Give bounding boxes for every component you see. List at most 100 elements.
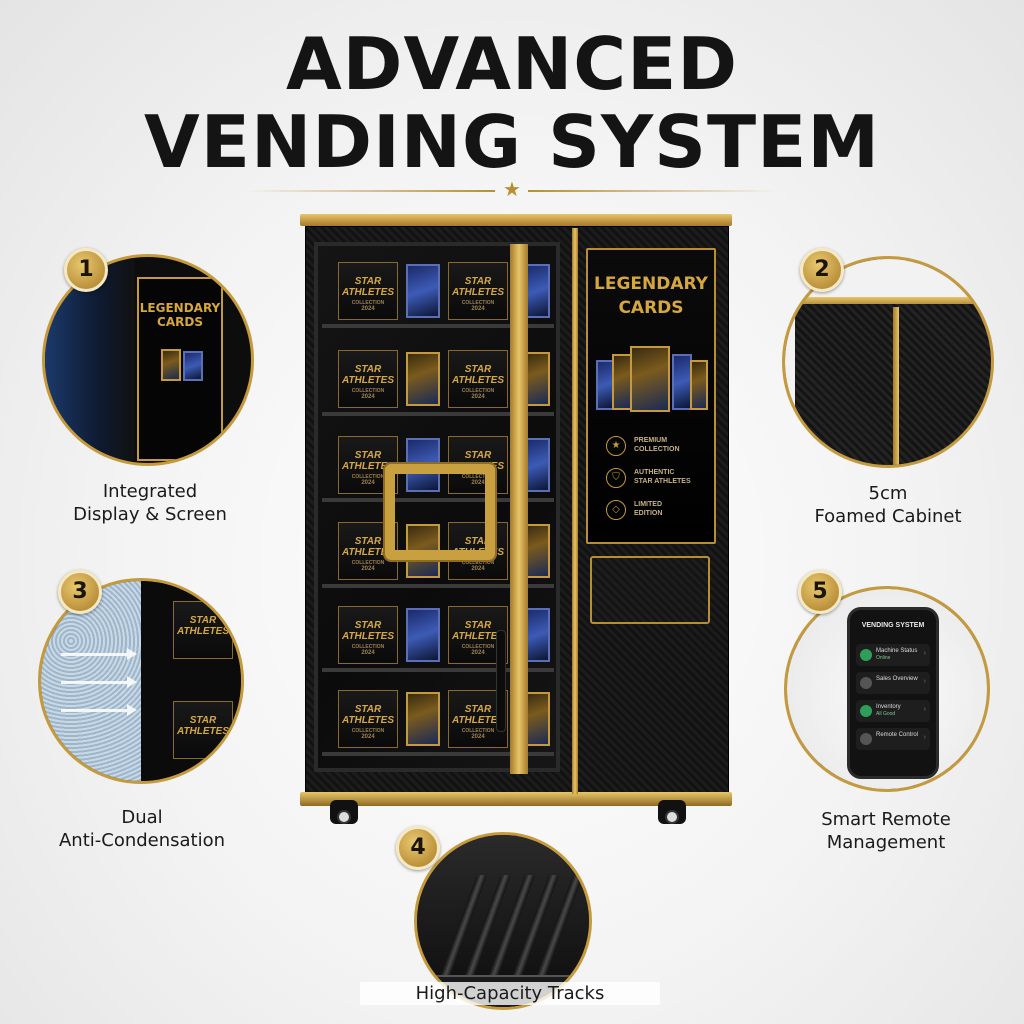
page-title-line-2: VENDING SYSTEM xyxy=(144,100,880,184)
inventory-icon xyxy=(860,705,872,717)
trading-card[interactable] xyxy=(406,692,440,746)
feature-caption-line-1: Dual xyxy=(121,807,163,828)
phone-row-label: Sales Overview xyxy=(876,676,918,682)
trading-card[interactable] xyxy=(406,608,440,662)
screen-trading-card xyxy=(672,354,692,410)
trading-card[interactable] xyxy=(524,524,550,578)
feature-caption-line-2: Display & Screen xyxy=(73,504,227,525)
product-box-year: 2024 xyxy=(471,394,485,400)
feature-caption-line-2: Foamed Cabinet xyxy=(814,506,962,527)
product-box-line-2: ATHLETES xyxy=(341,715,395,726)
product-box-year: 2024 xyxy=(361,306,375,312)
product-box-year: 2024 xyxy=(361,394,375,400)
phone-row[interactable]: Remote Control › xyxy=(856,728,930,750)
arrow-right-icon xyxy=(61,648,137,660)
phone-row-sub: All Good xyxy=(876,711,896,717)
wheel-icon xyxy=(330,800,358,824)
phone-row[interactable]: Inventory All Good › xyxy=(856,700,930,722)
screen-title-line-1: LEGENDARY xyxy=(594,274,708,294)
screen-item-line-2: COLLECTION xyxy=(634,446,680,453)
feature-caption-line-1: Smart Remote xyxy=(821,809,951,830)
screen-thumbnail: LEGENDARY CARDS xyxy=(137,277,223,461)
feature-image-display: LEGENDARY CARDS xyxy=(42,254,254,466)
feature-caption-line-1: High-Capacity Tracks xyxy=(415,983,605,1004)
base-gold-trim xyxy=(300,792,732,806)
wheel-icon xyxy=(658,800,686,824)
trading-card[interactable] xyxy=(406,264,440,318)
product-box-line-2: ATHLETES xyxy=(341,461,395,472)
product-box-line-2: ATHLETES xyxy=(341,631,395,642)
screen-item-premium: ★ PREMIUM COLLECTION xyxy=(606,434,706,464)
phone-row[interactable]: Sales Overview › xyxy=(856,672,930,694)
door-gold-bar xyxy=(510,244,528,774)
product-box-line-1: STAR xyxy=(464,450,492,461)
product-box-line-1: STAR xyxy=(354,536,382,547)
feature-caption: Smart Remote Management xyxy=(774,808,998,854)
product-box-collection: COLLECTION xyxy=(351,560,385,566)
chevron-right-icon: › xyxy=(923,678,926,685)
thumb-title-line-2: CARDS xyxy=(157,315,203,329)
trading-card[interactable] xyxy=(406,352,440,406)
screen-item-line-1: LIMITED xyxy=(634,501,662,508)
product-box-line-1: STAR xyxy=(354,364,382,375)
shelf-divider xyxy=(322,584,554,588)
product-box-line-1: STAR xyxy=(354,276,382,287)
product-box-line-1: STAR xyxy=(464,364,492,375)
phone-row[interactable]: Machine Status Online › xyxy=(856,644,930,666)
product-box-line-2: ATHLETES xyxy=(451,287,505,298)
product-box-collection: COLLECTION xyxy=(461,300,495,306)
product-box-line-2: ATHLETES xyxy=(341,287,395,298)
product-box-line-2: ATHLETES xyxy=(451,715,505,726)
shelf-divider xyxy=(322,498,554,502)
product-box-year: 2024 xyxy=(361,480,375,486)
product-box-line-1: STAR xyxy=(354,704,382,715)
feature-caption: 5cm Foamed Cabinet xyxy=(778,482,998,528)
screen-item-line-1: PREMIUM xyxy=(634,437,668,444)
chevron-right-icon: › xyxy=(923,706,926,713)
arrow-right-icon xyxy=(61,676,137,688)
product-box-line-1: STAR xyxy=(354,620,382,631)
star-icon: ★ xyxy=(606,436,626,456)
star-icon: ★ xyxy=(503,177,521,201)
thumb-title-line-1: LEGENDARY xyxy=(139,301,221,315)
feature-caption: Dual Anti-Condensation xyxy=(32,806,252,852)
feature-image-cabinet xyxy=(782,256,994,468)
product-box-line-2: ATHLETES xyxy=(451,631,505,642)
door-handle[interactable] xyxy=(496,630,506,732)
product-box-year: 2024 xyxy=(361,566,375,572)
feature-number-badge: 4 xyxy=(396,826,440,870)
payment-panel[interactable] xyxy=(590,556,710,624)
product-box-line-1: STAR xyxy=(464,620,492,631)
feature-caption-line-2: Management xyxy=(826,832,946,853)
screen-item-line-2: EDITION xyxy=(634,510,663,517)
product-box-line-1: STAR xyxy=(464,704,492,715)
feature-image-remote: VENDING SYSTEM Machine Status Online › S… xyxy=(784,586,990,792)
product-box-collection: COLLECTION xyxy=(461,474,495,480)
screen-trading-card xyxy=(690,360,708,410)
top-gold-trim xyxy=(300,214,732,226)
feature-number-badge: 5 xyxy=(798,570,842,614)
shelf-divider xyxy=(322,668,554,672)
product-box-collection: COLLECTION xyxy=(461,560,495,566)
pickup-window[interactable] xyxy=(385,464,495,560)
product-box-line-1: STAR xyxy=(464,536,492,547)
feature-caption-line-1: Integrated xyxy=(102,481,198,502)
